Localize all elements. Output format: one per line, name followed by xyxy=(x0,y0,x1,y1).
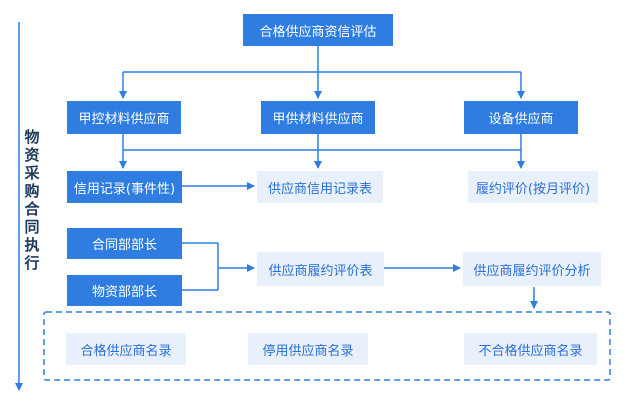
supplier-a-box: 甲控材料供应商 xyxy=(67,101,181,134)
lists-container xyxy=(43,311,611,381)
contract-head-box: 合同部部长 xyxy=(67,228,182,259)
performance-monthly-box: 履约评价(按月评价) xyxy=(468,171,598,203)
supplier-c-box: 设备供应商 xyxy=(464,101,578,134)
unqualified-list-box: 不合格供应商名录 xyxy=(464,333,597,365)
side-label: 物资采购合同执行 xyxy=(24,128,40,272)
credit-table-box: 供应商信用记录表 xyxy=(257,171,383,203)
qualified-list-box: 合格供应商名录 xyxy=(66,333,186,365)
performance-table-box: 供应商履约评价表 xyxy=(257,252,384,286)
supplier-b-box: 甲供材料供应商 xyxy=(261,101,375,134)
performance-analysis-box: 供应商履约评价分析 xyxy=(463,252,601,286)
materials-head-box: 物资部部长 xyxy=(67,275,182,306)
credit-record-box: 信用记录(事件性) xyxy=(67,171,182,203)
title-box: 合格供应商资信评估 xyxy=(243,14,393,46)
suspended-list-box: 停用供应商名录 xyxy=(248,333,368,365)
